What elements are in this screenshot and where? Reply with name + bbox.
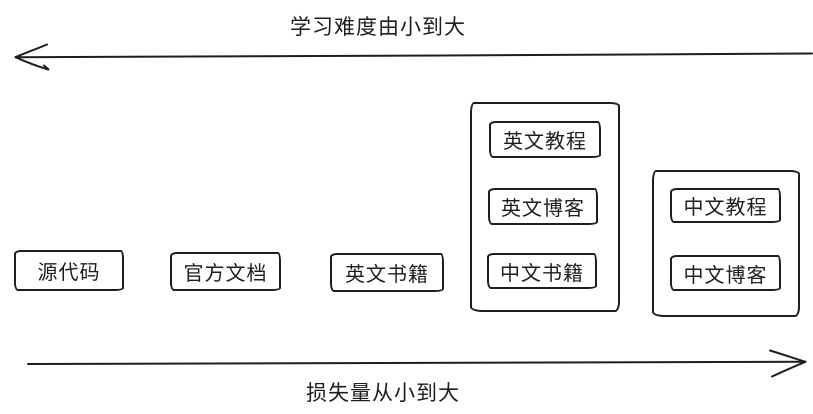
node-official-docs-label: 官方文档 [183, 263, 268, 285]
node-chinese-tutorials: 中文教程 [670, 188, 781, 223]
node-source-code-label: 源代码 [37, 262, 101, 284]
loss-arrow-right-icon [27, 349, 807, 378]
node-chinese-books: 中文书籍 [487, 253, 597, 289]
node-english-tutorials-label: 英文教程 [503, 131, 587, 153]
difficulty-arrow-left-icon [14, 43, 813, 71]
node-english-books-label: 英文书籍 [345, 264, 429, 286]
node-official-docs: 官方文档 [170, 252, 281, 291]
difficulty-axis-label: 学习难度由小到大 [290, 16, 466, 39]
node-chinese-blogs: 中文博客 [670, 255, 781, 291]
node-english-tutorials: 英文教程 [489, 121, 601, 158]
node-chinese-tutorials-label: 中文教程 [683, 197, 768, 219]
node-english-blogs: 英文博客 [488, 188, 598, 225]
node-english-blogs-label: 英文博客 [501, 198, 585, 220]
node-chinese-books-label: 中文书籍 [500, 262, 584, 285]
node-chinese-blogs-label: 中文博客 [683, 264, 768, 287]
node-english-books: 英文书籍 [330, 253, 444, 292]
loss-axis-label: 损失量从小到大 [306, 382, 460, 405]
node-source-code: 源代码 [14, 250, 124, 291]
